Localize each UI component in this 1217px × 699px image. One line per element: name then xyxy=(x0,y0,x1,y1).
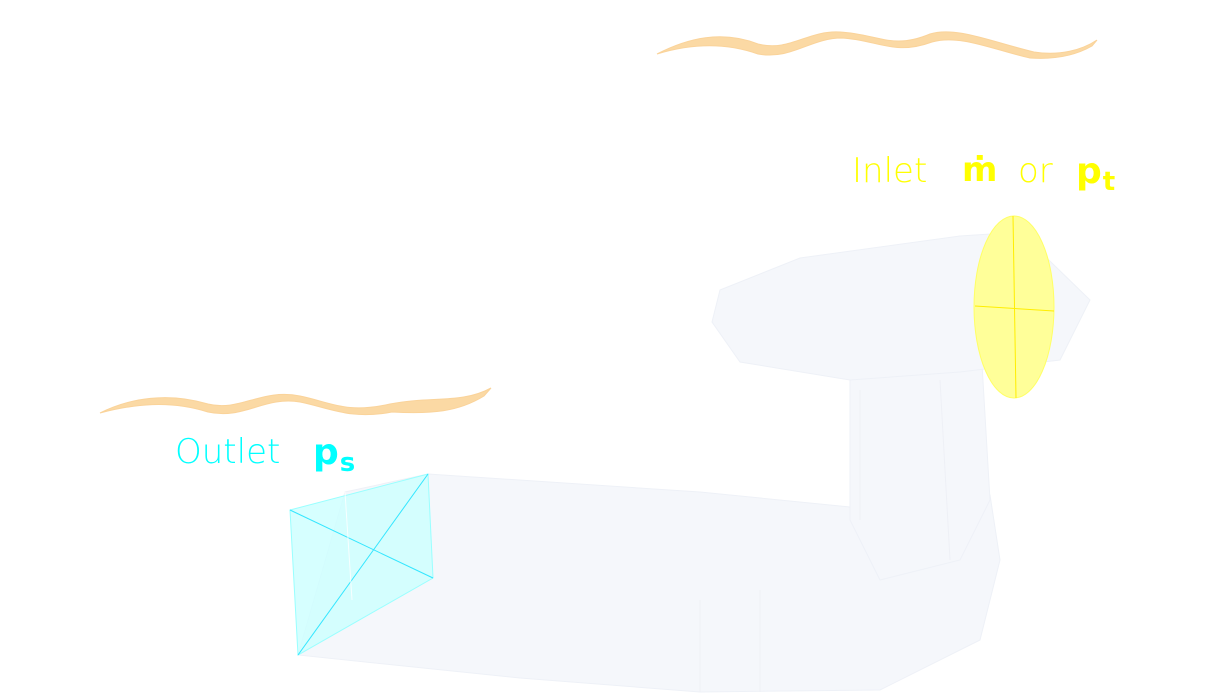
inlet-face-vertical-line xyxy=(1012,215,1017,399)
inlet-total-pressure-symbol: pt xyxy=(1076,151,1116,197)
outlet-face-diagonal-1 xyxy=(289,509,434,579)
inlet-mass-flow-symbol: ṁ xyxy=(962,150,998,190)
outlet-face-edge-inner xyxy=(344,491,353,601)
inlet-face-horizontal-line xyxy=(974,305,1055,312)
inlet-wave-decoration xyxy=(656,31,1098,59)
duct-body xyxy=(297,231,1091,693)
inlet-or-word: or xyxy=(1018,151,1053,191)
inlet-face xyxy=(973,215,1055,399)
duct-outlet-leg xyxy=(297,473,1001,693)
inlet-word: Inlet xyxy=(852,151,928,191)
outlet-static-pressure-symbol: ps xyxy=(313,432,356,478)
outlet-pressure-letter: p xyxy=(313,432,339,473)
inlet-pressure-letter: p xyxy=(1076,151,1102,192)
outlet-wave-decoration xyxy=(99,387,492,416)
outlet-word: Outlet xyxy=(175,432,281,472)
outlet-face xyxy=(289,473,434,656)
inlet-pressure-subscript: t xyxy=(1102,167,1116,197)
outlet-pressure-subscript: s xyxy=(339,448,356,478)
outlet-face-diagonal-2 xyxy=(297,473,429,656)
